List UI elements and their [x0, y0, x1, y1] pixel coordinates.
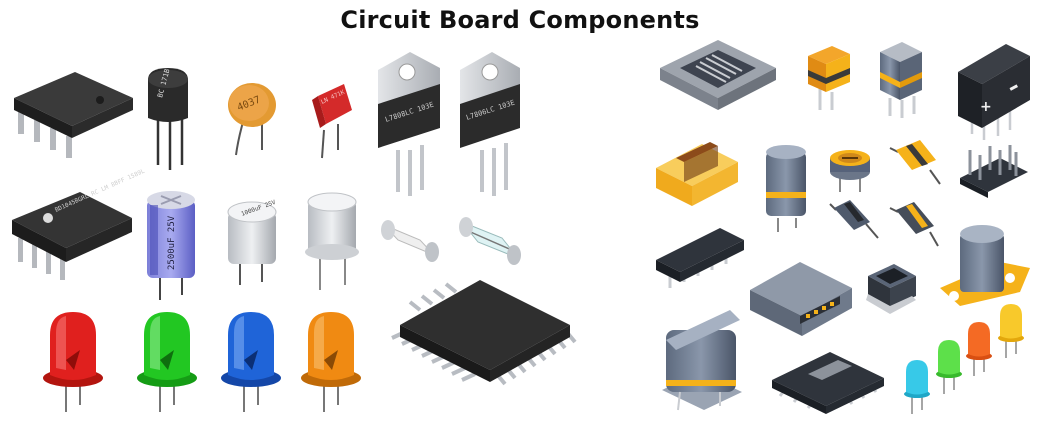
resistor-icon	[889, 140, 941, 185]
soic-chip-icon	[14, 72, 133, 158]
qfp-chip-icon	[391, 280, 577, 386]
metal-can-icon	[305, 192, 359, 290]
power-transistor-icon	[940, 225, 1030, 306]
voltage-regulator-icon: L7806LC 103E	[460, 52, 520, 196]
power-connector-icon: +	[958, 44, 1030, 140]
glass-fuse-icon	[459, 217, 521, 265]
yellow-led-icon	[998, 304, 1024, 358]
transistor-icon: BC 171B	[148, 68, 188, 170]
ceramic-capacitor-icon: 4037	[228, 83, 276, 156]
dip-chip-icon: BD1045BGRL RC LM 8BFF 1589L	[12, 168, 146, 280]
module-icon	[750, 262, 852, 336]
page-title: Circuit Board Components	[340, 6, 700, 34]
orange-led-icon	[301, 312, 361, 412]
resistor-icon	[889, 202, 939, 247]
plus-symbol: +	[980, 99, 992, 115]
fuse-icon	[381, 220, 439, 262]
film-capacitor-icon: LN 471K	[312, 84, 352, 159]
green-led-icon	[936, 340, 962, 394]
voltage-regulator-icon: L7808LC 103E	[378, 52, 440, 196]
green-led-icon	[137, 312, 197, 412]
electrolytic-capacitor-icon: 2500uF 25V	[147, 191, 195, 300]
cylinder-capacitor-icon	[766, 145, 806, 232]
processor-chip-icon	[660, 40, 776, 110]
blue-led-icon	[221, 312, 281, 412]
pin-header-icon	[960, 145, 1028, 198]
trimmer-icon	[830, 150, 870, 192]
small-capacitor-icon: 1000uF 25V	[227, 199, 277, 285]
soic-chip-icon	[772, 352, 884, 414]
orange-transistor-icon	[808, 46, 850, 110]
red-led-icon	[43, 312, 103, 412]
electrolytic-marking: 2500uF 25V	[167, 215, 177, 270]
orange-led-icon	[966, 322, 992, 376]
resistor-icon	[829, 200, 879, 239]
inductor-icon	[866, 264, 916, 314]
grey-transistor-icon	[880, 42, 922, 118]
dip-chip-icon	[656, 228, 744, 288]
crystal-oscillator-icon	[662, 310, 742, 411]
block-capacitor-icon	[656, 142, 738, 206]
cyan-led-icon	[904, 360, 930, 414]
